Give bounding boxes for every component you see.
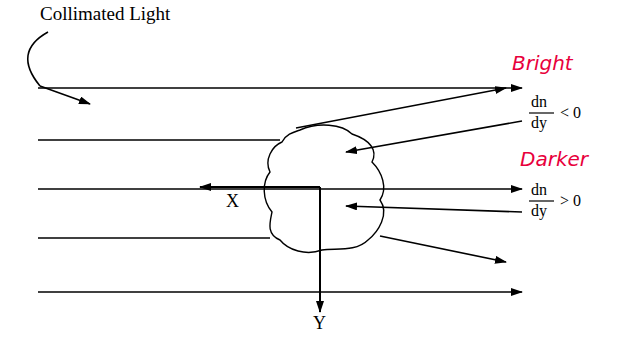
x-axis bbox=[200, 186, 320, 188]
handwritten-note: Bright bbox=[512, 52, 573, 74]
refractive-disturbance bbox=[264, 125, 384, 252]
axis-label: X bbox=[226, 192, 239, 212]
light-ray bbox=[38, 87, 522, 89]
leader-line bbox=[28, 32, 48, 86]
fraction-bar bbox=[529, 200, 554, 201]
fraction-part: dy bbox=[531, 114, 547, 132]
fraction-part: dy bbox=[531, 202, 547, 220]
handwritten-note: Darker bbox=[520, 148, 588, 170]
light-ray bbox=[38, 237, 270, 239]
inequality-text: < 0 bbox=[560, 104, 581, 122]
deflected-ray bbox=[296, 88, 506, 128]
fraction-part: dn bbox=[531, 93, 547, 111]
leader-arrow bbox=[346, 121, 522, 152]
leader-arrow bbox=[346, 206, 522, 212]
deflected-ray bbox=[380, 236, 506, 262]
label-text: Collimated Light bbox=[40, 4, 170, 25]
light-ray bbox=[38, 188, 522, 190]
fraction-part: dn bbox=[531, 181, 547, 199]
light-ray bbox=[38, 291, 522, 293]
inequality-text: > 0 bbox=[560, 192, 581, 210]
light-ray bbox=[38, 139, 280, 141]
axis-label: Y bbox=[313, 314, 326, 334]
fraction-bar bbox=[529, 112, 554, 113]
y-axis bbox=[319, 187, 321, 312]
